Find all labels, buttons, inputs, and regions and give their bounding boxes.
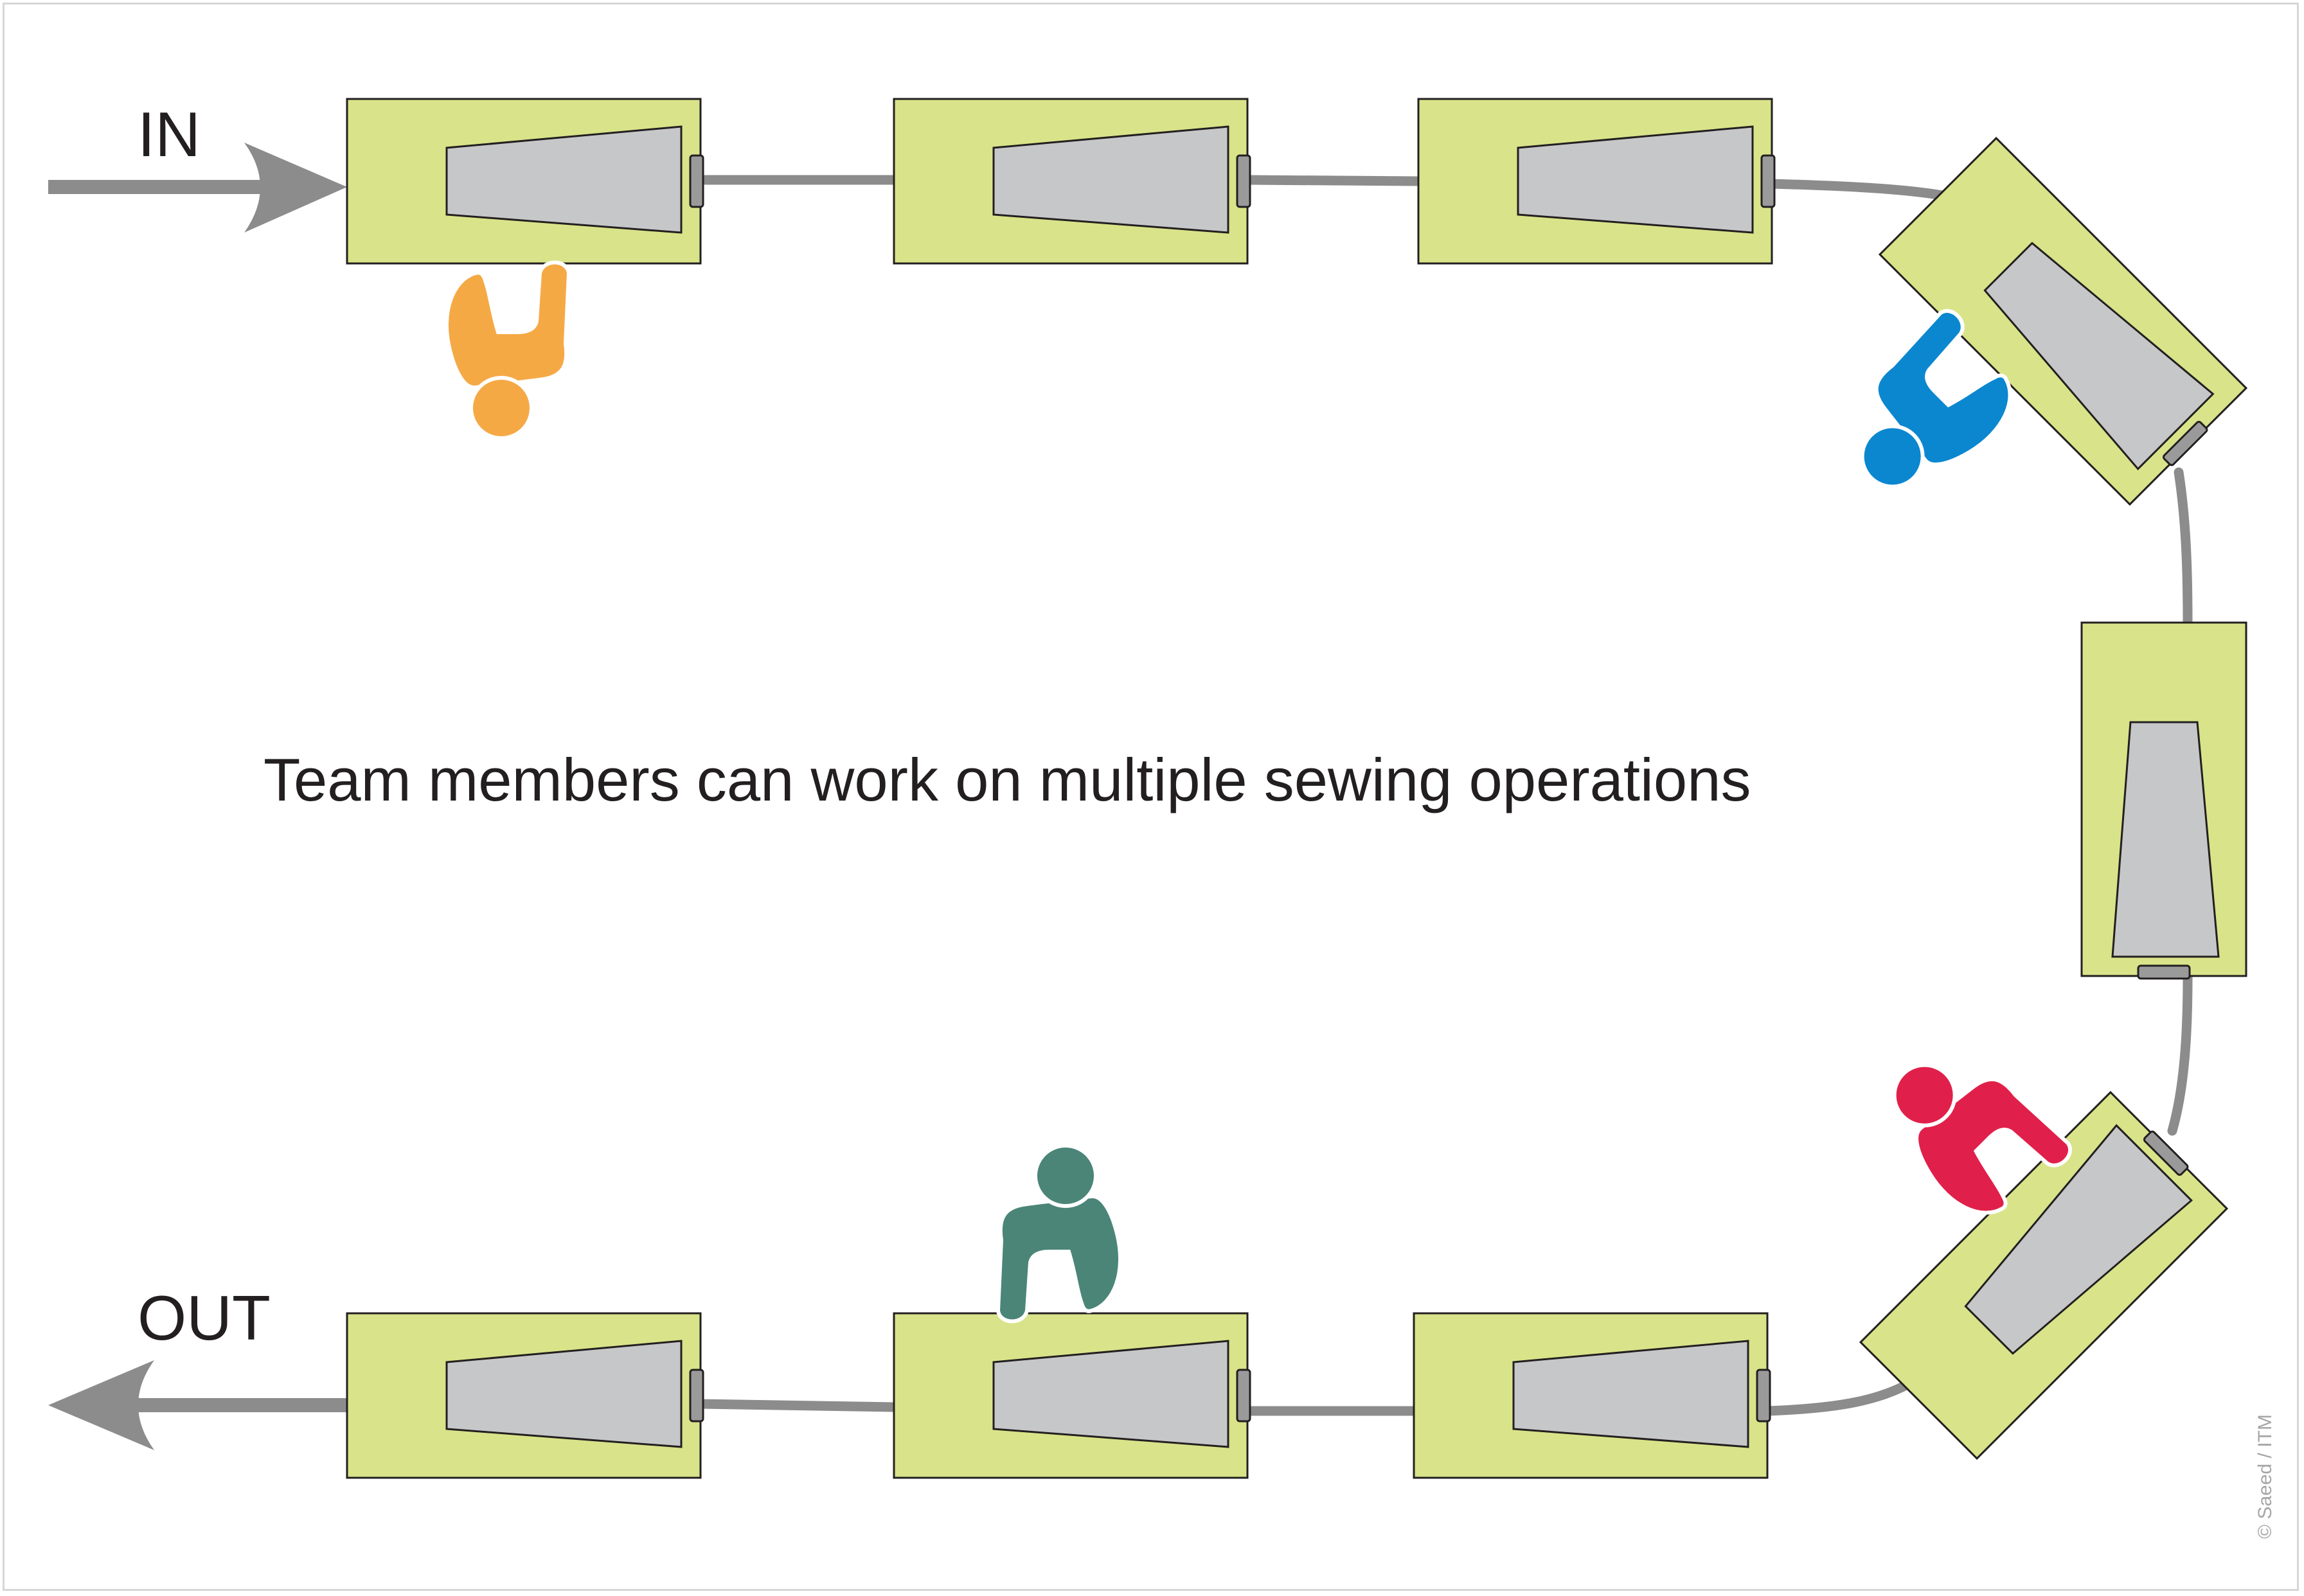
in-arrow [48, 143, 347, 233]
out-label: OUT [138, 1282, 271, 1353]
workstation-3 [1417, 98, 1776, 265]
worker-orange-icon [447, 263, 569, 439]
credit-text: © Saeed / ITM [2255, 1414, 2276, 1539]
workstation-2 [893, 98, 1251, 265]
caption-text: Team members can work on multiple sewing… [263, 746, 1751, 813]
out-arrow [48, 1360, 347, 1450]
workstation-9 [346, 1312, 704, 1479]
workstation-7 [1413, 1312, 1771, 1479]
workstation-1 [346, 98, 704, 265]
in-label: IN [138, 99, 201, 170]
workstation-8 [893, 1312, 1251, 1479]
worker-green-icon [998, 1146, 1120, 1322]
workstation-5 [2080, 621, 2247, 980]
